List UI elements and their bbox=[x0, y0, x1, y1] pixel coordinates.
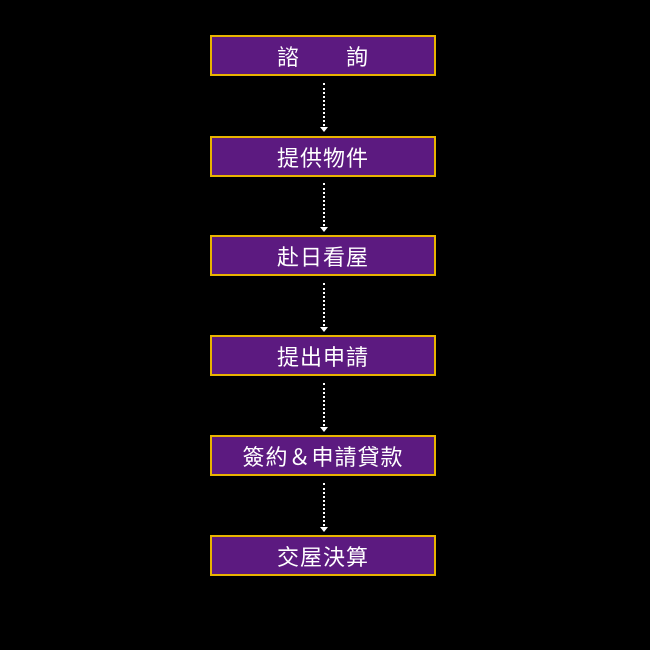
arrow-connector bbox=[319, 183, 329, 232]
arrow-connector bbox=[319, 283, 329, 332]
arrow-connector bbox=[319, 383, 329, 432]
arrow-connector bbox=[319, 483, 329, 532]
step-consultation: 諮 詢 bbox=[210, 35, 436, 76]
arrow-connector bbox=[319, 83, 329, 132]
step-handover-settlement: 交屋決算 bbox=[210, 535, 436, 576]
step-provide-property: 提供物件 bbox=[210, 136, 436, 177]
step-visit-japan: 赴日看屋 bbox=[210, 235, 436, 276]
step-submit-application: 提出申請 bbox=[210, 335, 436, 376]
step-contract-loan: 簽約＆申請貸款 bbox=[210, 435, 436, 476]
